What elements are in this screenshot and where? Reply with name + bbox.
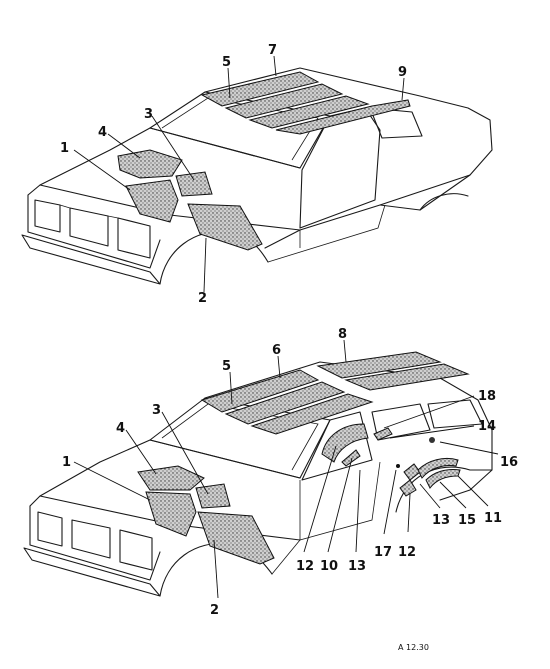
callout-11: 11 [484,511,502,526]
estate-wheel-arch-insulation [321,423,461,497]
callout-2: 2 [198,291,207,306]
coupe-bulkhead-insulation [117,149,263,251]
callout-12: 12 [398,545,416,560]
estate-car-outline [23,361,493,597]
callout-9: 9 [398,65,407,80]
callout-10: 10 [320,559,338,574]
estate-roof-insulation-panels [200,351,470,435]
callout-3: 3 [152,403,161,418]
callout-4: 4 [98,125,107,140]
callout-18: 18 [478,389,496,404]
callout-2: 2 [210,603,219,618]
callout-6: 6 [272,343,281,358]
coupe-roof-insulation-panels [200,71,411,135]
callout-3: 3 [144,107,153,122]
callout-14: 14 [478,419,496,434]
coupe-car-outline [21,67,493,285]
callout-1: 1 [62,455,71,470]
callout-17: 17 [374,545,392,560]
callout-13: 13 [348,559,366,574]
coupe-leader-lines [73,55,405,293]
figure-reference-code: A 12.30 [398,643,429,652]
callout-1: 1 [60,141,69,156]
callout-12: 12 [296,559,314,574]
callout-8: 8 [338,327,347,342]
estate-callout-labels: 1 4 3 5 6 8 18 14 16 11 15 13 12 17 13 1… [62,327,518,618]
callout-7: 7 [268,43,277,58]
callout-16: 16 [500,455,518,470]
callout-4: 4 [116,421,125,436]
coupe-callout-labels: 1 4 3 5 7 9 2 [60,43,407,306]
callout-5: 5 [222,55,231,70]
estate-bulkhead-insulation [137,465,275,565]
estate-leader-lines [73,339,499,599]
callout-13: 13 [432,513,450,528]
callout-15: 15 [458,513,476,528]
callout-5: 5 [222,359,231,374]
